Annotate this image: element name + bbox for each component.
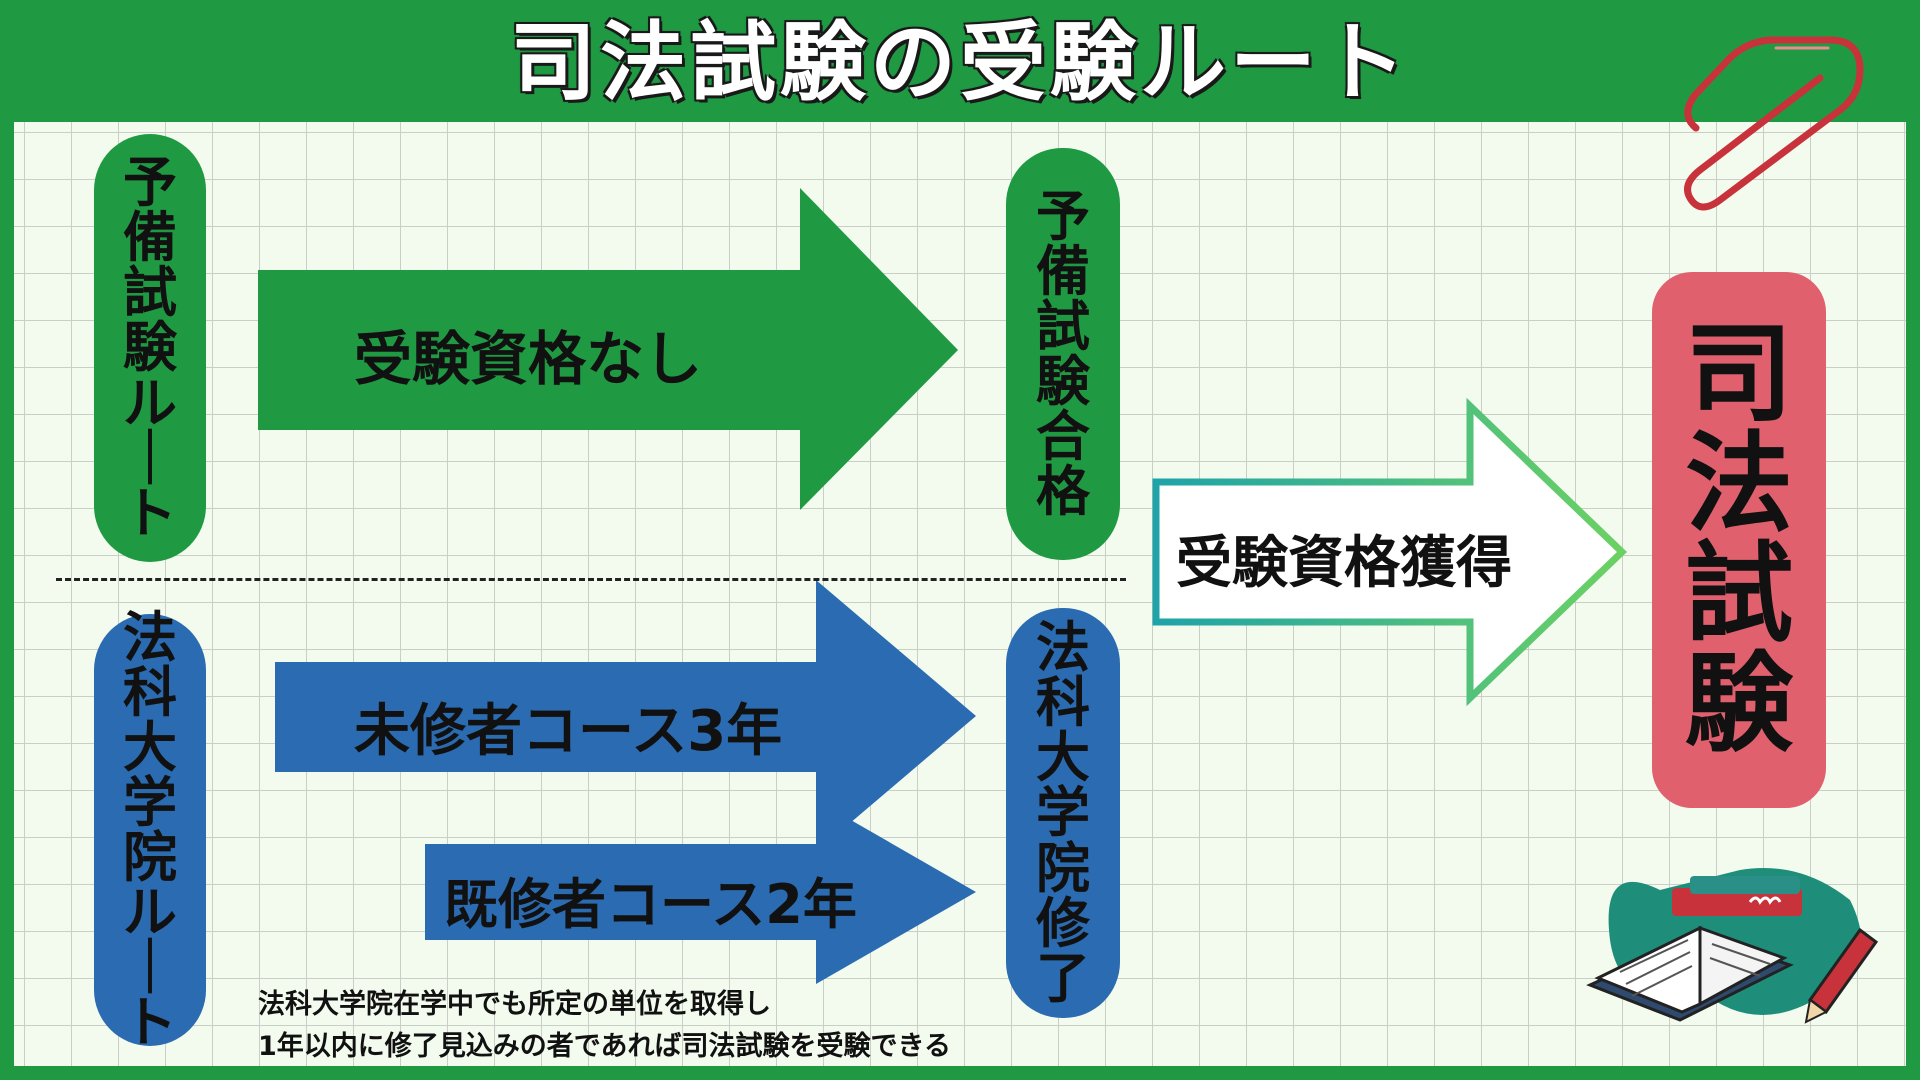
mishu-arrow-label: 未修者コース3年 — [354, 699, 783, 764]
law-route-pill: 法科大学院ル｜ト — [94, 610, 206, 1050]
law-done-pill: 法科大学院修了 — [1006, 608, 1120, 1018]
qualify-arrow-label: 受験資格獲得 — [1176, 531, 1512, 596]
law-route-label: 法科大学院ル｜ト — [123, 605, 177, 1055]
note-line-1: 法科大学院在学中でも所定の単位を取得し — [258, 989, 771, 1020]
pencil-icon — [1804, 927, 1879, 1024]
law-done-label: 法科大学院修了 — [1036, 616, 1090, 1010]
page-title: 司法試験の受験ルート — [510, 13, 1410, 113]
exam-pill: 司法試験 — [1652, 272, 1826, 808]
note-line-2: 1年以内に修了見込みの者であれば司法試験を受験できる — [258, 1031, 951, 1062]
yobi-arrow-label: 受験資格なし — [354, 325, 703, 393]
yobi-route-label: 予備試験ル｜ト — [123, 151, 177, 545]
route-divider — [56, 578, 1126, 581]
yobi-route-pill: 予備試験ル｜ト — [94, 134, 206, 562]
paperclip-icon — [1684, 36, 1864, 211]
book-stripe-icon — [1748, 896, 1782, 905]
qualify-arrow-shape — [1152, 397, 1628, 707]
open-book-icon — [1586, 868, 1862, 1022]
kishu-arrow-label: 既修者コース2年 — [444, 873, 857, 936]
yobi-pass-pill: 予備試験合格 — [1006, 148, 1120, 560]
yobi-arrow-shape — [258, 188, 958, 510]
exam-label: 司法試験 — [1684, 311, 1793, 768]
kishu-arrow-shape — [425, 800, 976, 984]
mishu-arrow-shape — [275, 580, 976, 852]
yobi-pass-label: 予備試験合格 — [1036, 184, 1090, 524]
